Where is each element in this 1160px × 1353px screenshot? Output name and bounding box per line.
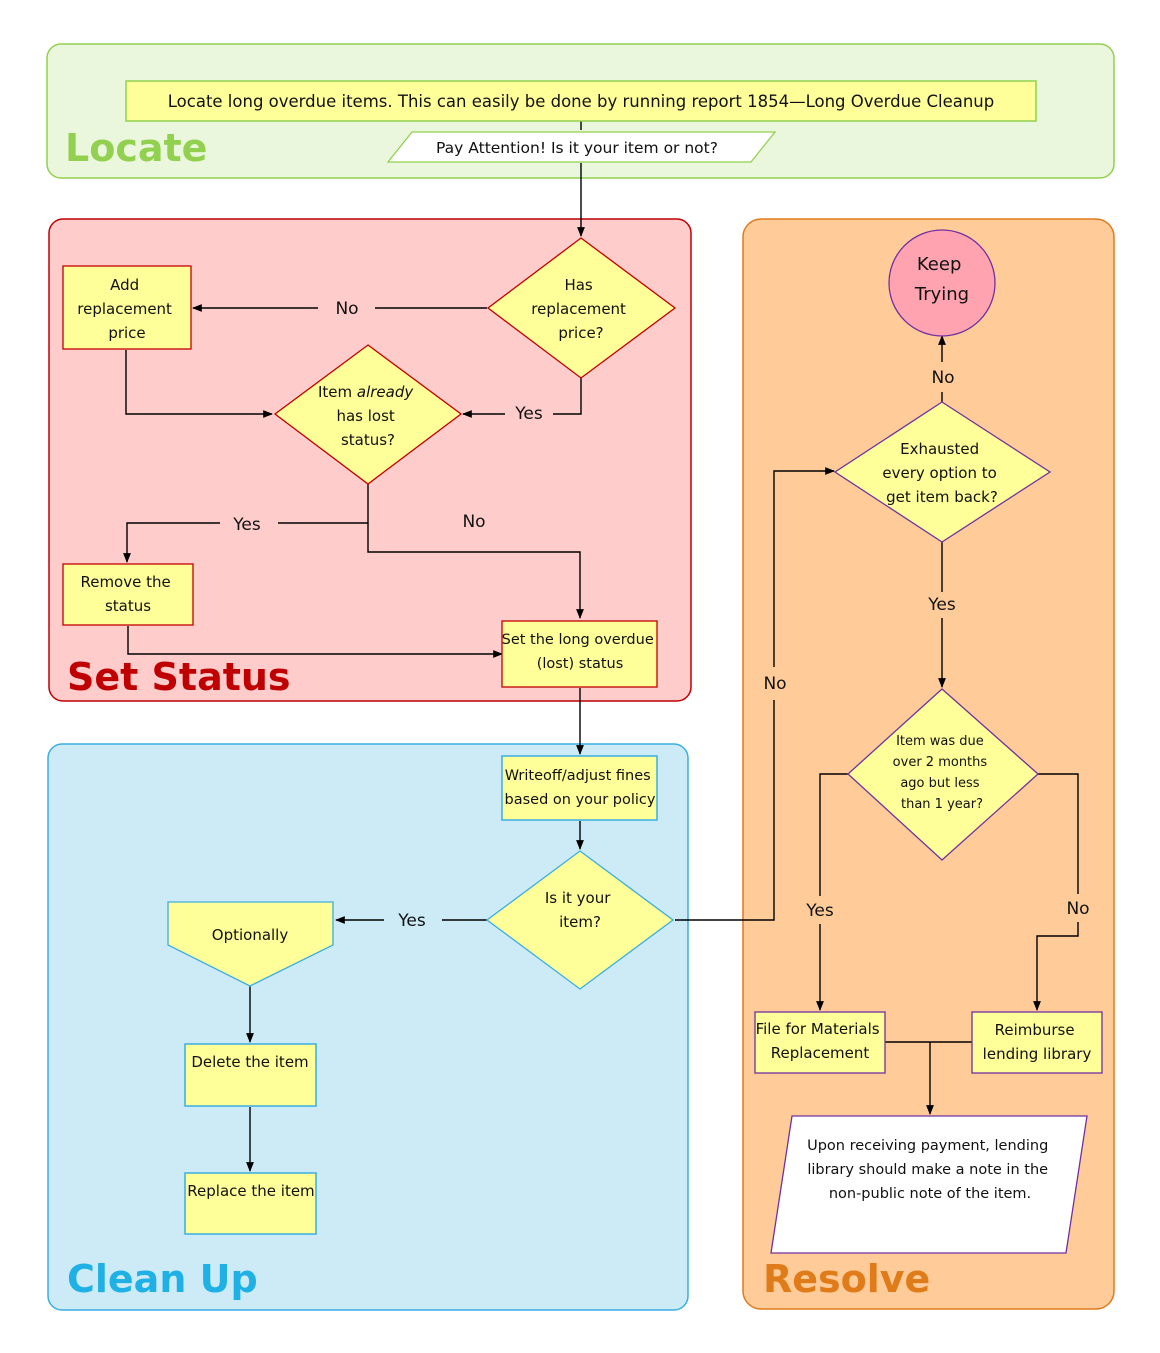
upon-payment-note-text: Upon receiving payment, lending library … (807, 1138, 1053, 1202)
edge-label-no: No (1066, 899, 1089, 919)
writeoff-fines-text: Writeoff/adjust fines based on your poli… (505, 768, 656, 808)
edge-label-yes: Yes (927, 595, 956, 615)
remove-status-text: Remove the status (80, 573, 175, 615)
exhausted-options-decision (833, 401, 1052, 543)
pay-attention-text: Pay Attention! Is it your item or not? (436, 139, 718, 157)
locate-box (125, 80, 1037, 122)
edge-label-no: No (931, 368, 954, 388)
reimburse-lending-library-text: Reimburse lending library (983, 1021, 1092, 1063)
replace-item-box (184, 1172, 317, 1235)
locate-box-text: Locate long overdue items. This can easi… (168, 92, 994, 111)
add-replacement-price-text: Add replacement price (77, 276, 176, 342)
edge-label-yes: Yes (805, 901, 834, 921)
reimburse-lending-library-box (971, 1011, 1103, 1074)
has-replacement-price-text: Has replacement price? (531, 276, 630, 342)
pay-attention-box (386, 131, 777, 163)
edge-label-no: No (335, 299, 358, 319)
set-lost-status-box (501, 620, 658, 688)
edge-labels: No Yes Yes No Yes No No Yes Yes No (232, 299, 1089, 931)
writeoff-fines-box (501, 755, 658, 821)
remove-status-box (62, 563, 194, 626)
due-over-two-months-text: Item was due over 2 months ago but less … (893, 734, 992, 812)
resolve-title: Resolve (763, 1257, 930, 1301)
file-materials-replacement-box (754, 1011, 886, 1074)
upon-payment-note-shape (770, 1115, 1088, 1254)
clean-up-section (47, 743, 689, 1311)
replace-item-text: Replace the item (187, 1182, 314, 1200)
edge-label-no: No (462, 512, 485, 532)
add-replacement-price-box (62, 265, 192, 350)
set-lost-status-text: Set the long overdue (lost) status (502, 632, 659, 672)
optionally-shape (167, 901, 334, 987)
delete-item-text: Delete the item (191, 1053, 308, 1071)
edge-label-yes: Yes (397, 911, 426, 931)
edge-label-no: No (763, 674, 786, 694)
edges (123, 121, 1079, 1172)
due-over-two-months-decision (847, 688, 1039, 861)
file-materials-replacement-text: File for Materials Replacement (756, 1020, 885, 1062)
keep-trying-circle (888, 229, 996, 337)
keep-trying-text: Keep Trying (914, 254, 969, 305)
delete-item-box (184, 1043, 317, 1107)
is-it-your-item-decision (485, 850, 675, 990)
already-lost-status-decision (273, 344, 463, 485)
clean-up-title: Clean Up (67, 1257, 258, 1301)
optionally-text: Optionally (212, 926, 289, 944)
edge-label-yes: Yes (514, 404, 543, 424)
set-status-title: Set Status (67, 655, 291, 699)
is-it-your-item-text: Is it your item? (545, 889, 615, 931)
has-replacement-price-decision (486, 237, 677, 379)
already-lost-status-text: Item already has lost status? (318, 383, 418, 449)
edge-label-yes: Yes (232, 515, 261, 535)
exhausted-options-text: Exhausted every option to get item back? (882, 440, 1001, 506)
locate-title: Locate (65, 126, 207, 170)
